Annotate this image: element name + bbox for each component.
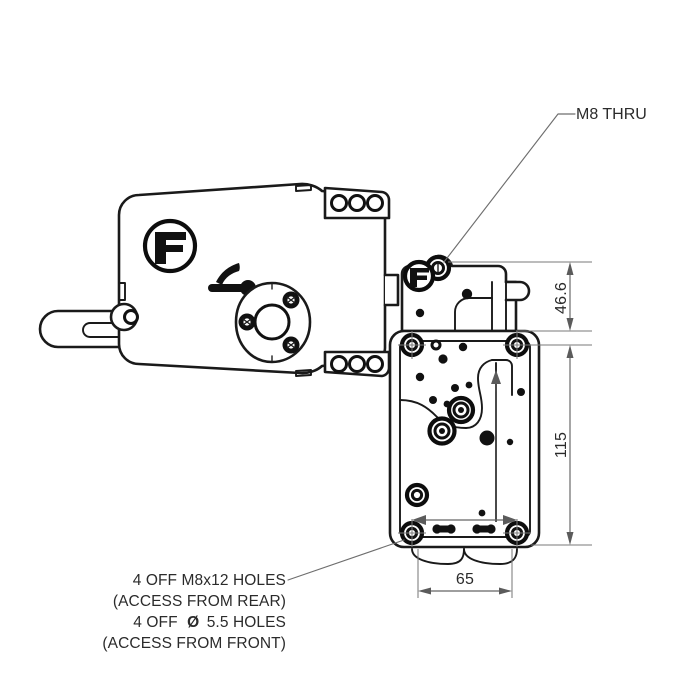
f-logo-badge-small [402, 259, 436, 293]
callout-hole-notes: 4 OFF M8x12 HOLES (ACCESS FROM REAR) 4 O… [102, 539, 405, 652]
note-line-3-suffix: 5.5 HOLES [207, 614, 286, 631]
side-pivot-hole [109, 282, 139, 332]
drive-stem [38, 309, 129, 349]
slot-feature [432, 524, 456, 534]
plan-upper-housing [400, 254, 531, 333]
view-connector-neck [383, 273, 400, 307]
f-logo-glyph [155, 232, 186, 264]
dimension-extension-lines [448, 261, 592, 546]
internal-bosses [404, 339, 525, 517]
note-line-1: 4 OFF M8x12 HOLES [133, 572, 286, 589]
note-line-4: (ACCESS FROM FRONT) [102, 635, 286, 652]
mounting-flange [234, 281, 312, 364]
f-logo-badge [142, 218, 198, 274]
plan-base-plate [388, 329, 541, 565]
side-elevation-view [38, 182, 391, 378]
base-slots [411, 515, 518, 565]
diameter-symbol-icon: Ø [187, 614, 199, 631]
f-logo-glyph-small [410, 268, 429, 287]
mounting-hole-top-right [503, 331, 531, 359]
dimension-label-115: 115 [553, 432, 570, 458]
body-bottom-tab [295, 369, 312, 377]
plan-view [388, 254, 541, 565]
corner-mounting-holes [398, 331, 531, 547]
note-line-3: 4 OFF Ø 5.5 HOLES [133, 614, 286, 631]
dimension-label-46-6: 46.6 [553, 282, 570, 314]
callout-label-m8-thru: M8 THRU [576, 106, 647, 123]
upper-terminal-block [323, 186, 391, 220]
boss-hole [415, 308, 425, 318]
mounting-hole-bottom-right [503, 519, 531, 547]
mounting-hole-top-left [398, 331, 426, 359]
dimension-label-65: 65 [456, 571, 474, 588]
dimension-46-6: 46.6 [553, 262, 574, 331]
slot-feature [472, 524, 496, 534]
mounting-hole-bottom-left [398, 519, 426, 547]
dimension-65: 65 [417, 549, 513, 598]
note-line-3-prefix: 4 OFF [133, 614, 177, 631]
callout-m8-thru: M8 THRU [443, 106, 647, 263]
dimension-115: 115 [553, 345, 574, 545]
note-line-2: (ACCESS FROM REAR) [113, 593, 286, 610]
boss-hole [461, 288, 473, 300]
body-top-tab [295, 184, 312, 192]
lower-terminal-block [323, 350, 391, 378]
